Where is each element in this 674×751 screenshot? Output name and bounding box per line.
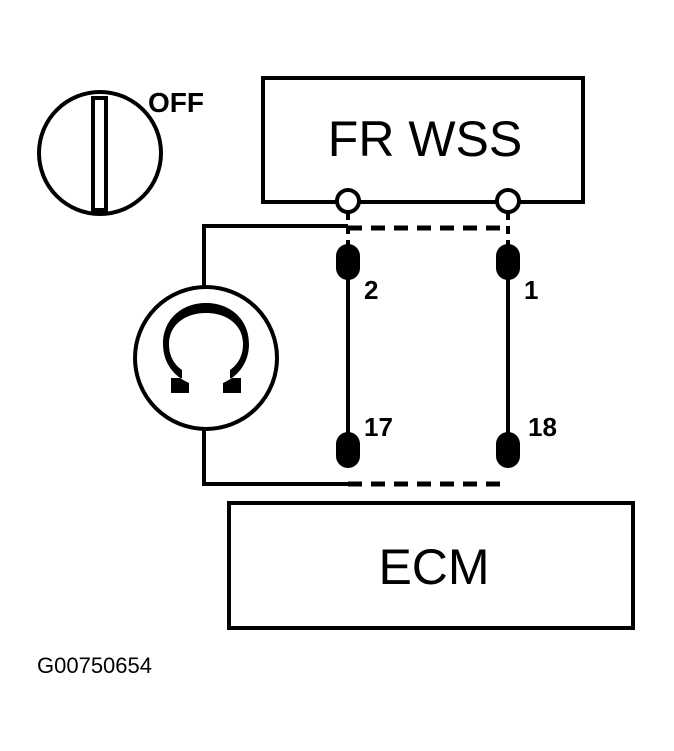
pin-label-18: 18: [528, 412, 557, 442]
ignition-switch-icon: [37, 90, 163, 216]
ignition-state-label: OFF: [148, 87, 204, 118]
pin-label-2: 2: [364, 275, 378, 305]
pin-18: [496, 432, 520, 468]
sensor-terminal-right: [495, 188, 521, 214]
pin-17: [336, 432, 360, 468]
pin-label-17: 17: [364, 412, 393, 442]
sensor-box: [261, 76, 585, 204]
ecm-label: ECM: [378, 539, 489, 595]
pin-label-1: 1: [524, 275, 538, 305]
sensor-terminal-left: [335, 188, 361, 214]
figure-id: G00750654: [37, 653, 152, 678]
ohmmeter-lead-top: [202, 224, 348, 294]
sensor-label: FR WSS: [328, 111, 522, 167]
ecm-box: [227, 501, 635, 630]
ohmmeter-icon: [133, 285, 279, 431]
pin-1: [496, 244, 520, 280]
pin-2: [336, 244, 360, 280]
ohmmeter-lead-bottom: [202, 424, 348, 486]
